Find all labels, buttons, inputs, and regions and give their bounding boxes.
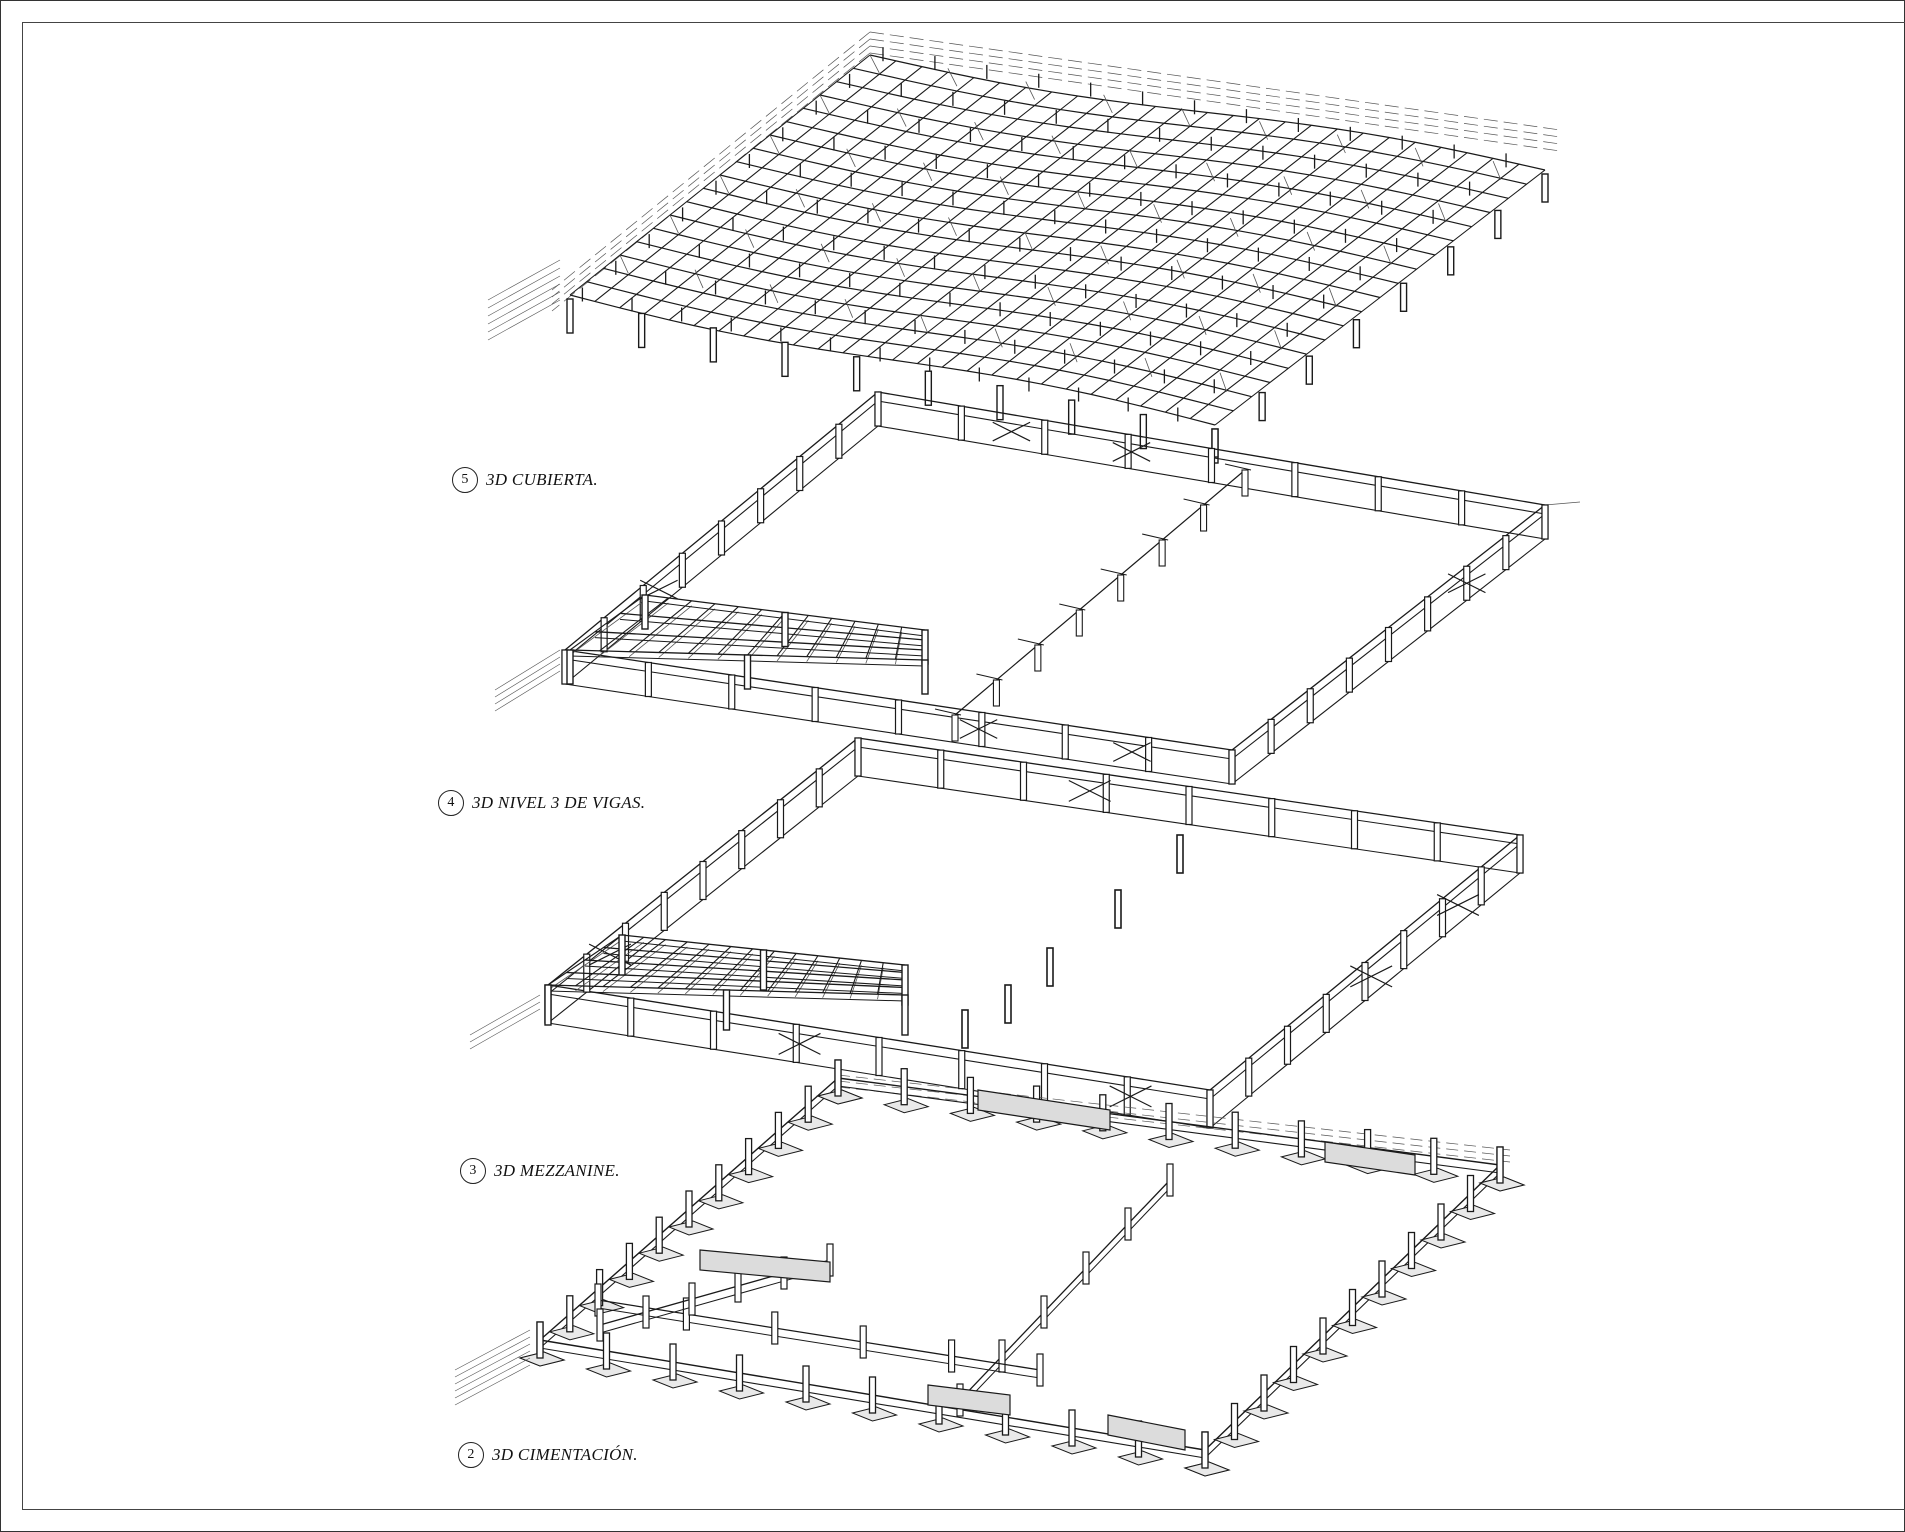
- view-number-bubble: 5: [452, 467, 478, 493]
- roof-structure-3d: [487, 31, 1561, 464]
- view-title-nivel-3: 4 3D NIVEL 3 DE VIGAS.: [438, 790, 645, 816]
- view-label: 3D NIVEL 3 DE VIGAS.: [472, 793, 646, 812]
- view-label: 3D CIMENTACIÓN.: [492, 1445, 638, 1464]
- view-title-cimentacion: 2 3D CIMENTACIÓN.: [458, 1442, 638, 1468]
- beam-level-3-structure-3d: [494, 391, 1581, 785]
- view-label: 3D CUBIERTA.: [486, 470, 598, 489]
- view-number-bubble: 3: [460, 1158, 486, 1184]
- view-title-mezzanine: 3 3D MEZZANINE.: [460, 1158, 620, 1184]
- view-number-bubble: 4: [438, 790, 464, 816]
- view-label: 3D MEZZANINE.: [494, 1161, 620, 1180]
- drawing-frame: [22, 22, 1905, 1510]
- view-title-cubierta: 5 3D CUBIERTA.: [452, 467, 598, 493]
- foundation-structure-3d: [454, 1059, 1526, 1477]
- view-number-bubble: 2: [458, 1442, 484, 1468]
- mezzanine-structure-3d: [469, 737, 1524, 1129]
